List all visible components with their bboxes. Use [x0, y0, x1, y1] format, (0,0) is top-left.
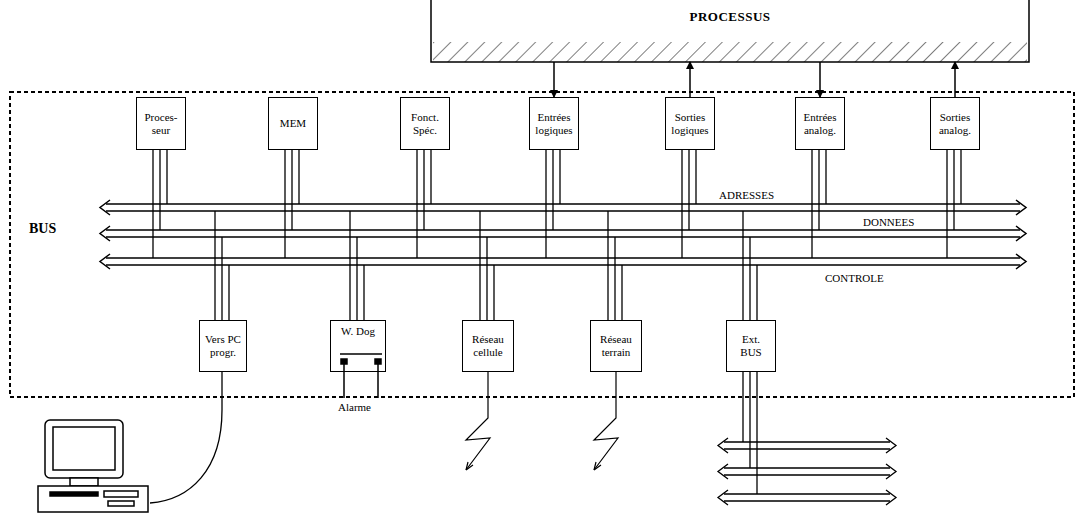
process-arrow [553, 62, 555, 97]
process-arrow [954, 62, 956, 97]
module-box: Fonct. Spéc. [400, 97, 450, 150]
process-arrow [819, 62, 821, 97]
bus-name: DONNEES [862, 216, 915, 228]
alarm-label: Alarme [337, 401, 372, 413]
module-label: W. Dog [341, 325, 375, 338]
module-label: Réseau cellule [466, 333, 510, 358]
module-label: Sorties logiques [669, 111, 711, 136]
process-band [431, 0, 1029, 62]
module-label: Vers PC progr. [203, 333, 243, 358]
module-box: Entrées analog. [795, 97, 845, 150]
bus-lines [100, 200, 1026, 269]
module-box: Sorties analog. [930, 97, 980, 150]
module-box: W. Dog [330, 320, 386, 372]
bus-title: BUS [28, 221, 57, 237]
module-label: Sorties analog. [934, 111, 976, 136]
module-label: Ext. BUS [730, 333, 772, 358]
module-label: Fonct. Spéc. [404, 111, 446, 136]
module-label: Proces- seur [140, 111, 182, 136]
module-box: Réseau terrain [590, 320, 642, 372]
extension-bus [718, 372, 896, 505]
bus-name: ADRESSES [718, 189, 775, 201]
module-box: Entrées logiques [529, 97, 579, 150]
plc-enclosure [10, 92, 1074, 397]
process-band: PROCESSUS [432, 0, 1028, 62]
module-label: MEM [280, 117, 306, 130]
process-arrow [689, 62, 691, 97]
module-box: MEM [268, 97, 318, 150]
module-box: Ext. BUS [726, 320, 776, 372]
module-label: Réseau terrain [594, 333, 638, 358]
pc-cable [150, 372, 222, 503]
module-box: Réseau cellule [462, 320, 514, 372]
watchdog-contact [340, 354, 382, 398]
module-box: Proces- seur [136, 97, 186, 150]
module-label: PROCESSUS [689, 10, 770, 25]
bus-name: CONTROLE [824, 272, 885, 284]
module-box: Vers PC progr. [199, 320, 247, 372]
module-label: Entrées analog. [799, 111, 841, 136]
module-label: Entrées logiques [533, 111, 575, 136]
radio-links [466, 372, 618, 470]
computer-icon [38, 420, 148, 512]
bus-wires [153, 150, 961, 320]
module-box: Sorties logiques [665, 97, 715, 150]
